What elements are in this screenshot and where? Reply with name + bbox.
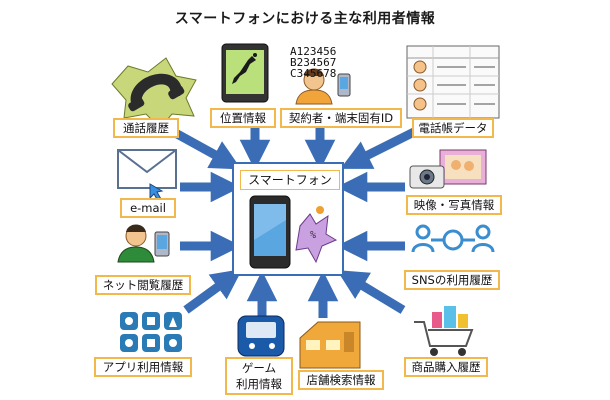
photo-camera-icon	[409, 149, 487, 189]
label-game: ゲーム 利用情報	[225, 357, 293, 395]
label-contract: 契約者・端末固有ID	[280, 108, 402, 128]
data-cloud-icon: %	[295, 206, 338, 264]
label-store: 店舗検索情報	[298, 370, 384, 390]
arrow-app	[183, 269, 243, 314]
smartphone-center-graphics: %	[249, 195, 338, 269]
label-call: 通話履歴	[113, 118, 179, 138]
arrow-call	[167, 126, 242, 170]
game-controller-icon	[237, 315, 285, 357]
label-email: e-mail	[120, 198, 176, 218]
id-digit-1: A123456	[290, 45, 336, 58]
sns-network-icon	[411, 224, 495, 253]
smartphone-icon	[249, 195, 291, 269]
label-purchase: 商品購入履歴	[404, 357, 488, 377]
arrow-phonebook	[340, 125, 421, 169]
arrow-purchase	[336, 270, 406, 314]
label-location: 位置情報	[210, 108, 276, 128]
diagram-title: スマートフォンにおける主な利用者情報	[174, 11, 436, 27]
svg-text:%: %	[310, 230, 316, 241]
phone-handset-icon	[111, 57, 197, 129]
label-game-line2: 利用情報	[236, 377, 282, 391]
center-label: スマートフォン	[240, 170, 340, 190]
phone-map-icon	[221, 43, 269, 103]
envelope-icon	[117, 149, 177, 202]
label-browse: ネット閲覧履歴	[95, 275, 191, 295]
store-building-icon	[299, 321, 361, 369]
person-id-icon	[295, 68, 351, 105]
id-digit-3: C345678	[290, 67, 336, 80]
phonebook-sheet-icon	[406, 45, 500, 119]
shopping-cart-icon	[414, 306, 474, 356]
label-game-line1: ゲーム	[241, 361, 277, 375]
person-phone-icon	[117, 224, 170, 263]
app-tiles-icon	[120, 312, 182, 352]
label-sns: SNSの利用履歴	[404, 270, 500, 290]
label-app: アプリ利用情報	[94, 357, 192, 377]
label-photo: 映像・写真情報	[406, 195, 502, 215]
label-phonebook: 電話帳データ	[412, 118, 494, 138]
id-digit-2: B234567	[290, 56, 336, 69]
